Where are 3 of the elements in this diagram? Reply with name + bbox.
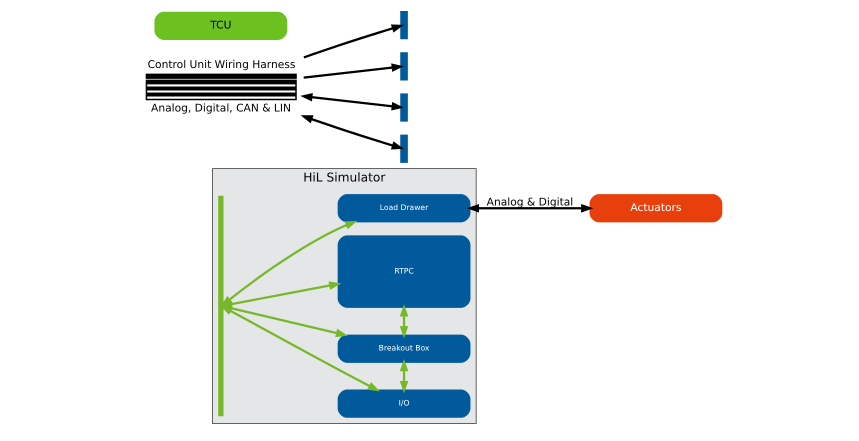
node-label: Control Unit Wiring Harness xyxy=(147,58,295,71)
edge-label: Analog & Digital xyxy=(486,195,573,208)
node-label: Analog, Digital, CAN & LIN xyxy=(150,102,291,115)
